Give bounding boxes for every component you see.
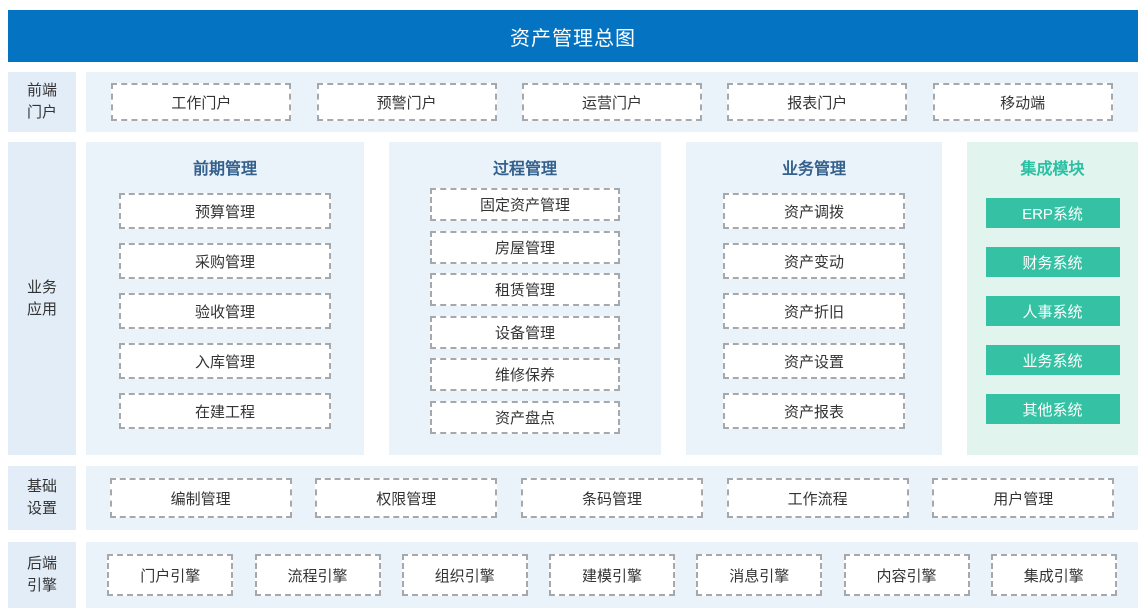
node-modeling-engine: 建模引擎	[549, 554, 675, 596]
node-staffing-management: 编制管理	[109, 478, 292, 518]
node-message-engine: 消息引擎	[696, 554, 823, 596]
node-fixed-asset-management: 固定资产管理	[430, 188, 620, 222]
node-asset-change: 资产变动	[723, 243, 905, 279]
section-front-portal: 前端 门户 工作门户 预警门户 运营门户 报表门户 移动端	[8, 72, 1138, 132]
column-business-management: 业务管理 资产调拨 资产变动 资产折旧 资产设置 资产报表	[686, 142, 942, 455]
section-business-apps: 业务 应用 前期管理 预算管理 采购管理 验收管理 入库管理 在建工程 过程管理…	[8, 142, 1138, 455]
node-work-portal: 工作门户	[111, 83, 292, 121]
front-portal-section-label: 前端 门户	[8, 72, 76, 132]
column-integration-module: 集成模块 ERP系统 财务系统 人事系统 业务系统 其他系统	[967, 142, 1138, 455]
node-operation-portal: 运营门户	[521, 83, 702, 121]
section-backend-engines: 后端 引擎 门户引擎 流程引擎 组织引擎 建模引擎 消息引擎 内容引擎 集成引擎	[8, 542, 1138, 608]
node-acceptance-management: 验收管理	[119, 293, 331, 329]
node-asset-inventory: 资产盘点	[430, 400, 620, 434]
node-lease-management: 租赁管理	[430, 273, 620, 307]
node-equipment-management: 设备管理	[430, 315, 620, 349]
node-asset-transfer: 资产调拨	[723, 193, 905, 229]
page-title: 资产管理总图	[510, 27, 636, 50]
node-finance-system: 财务系统	[985, 247, 1120, 277]
node-permission-management: 权限管理	[315, 478, 498, 518]
node-mobile-client: 移动端	[932, 83, 1113, 121]
business-apps-section-label: 业务 应用	[8, 142, 76, 455]
integration-nodes: ERP系统 财务系统 人事系统 业务系统 其他系统	[967, 179, 1138, 443]
node-maintenance: 维修保养	[430, 358, 620, 392]
node-procurement-management: 采购管理	[119, 243, 331, 279]
front-portal-panel: 工作门户 预警门户 运营门户 报表门户 移动端	[86, 72, 1138, 132]
node-alert-portal: 预警门户	[316, 83, 497, 121]
node-asset-setting: 资产设置	[723, 343, 905, 379]
node-warehousing-management: 入库管理	[119, 343, 331, 379]
business-nodes: 资产调拨 资产变动 资产折旧 资产设置 资产报表	[686, 179, 942, 443]
node-building-management: 房屋管理	[430, 230, 620, 264]
basic-settings-section-label: 基础 设置	[8, 466, 76, 530]
process-nodes: 固定资产管理 房屋管理 租赁管理 设备管理 维修保养 资产盘点	[389, 179, 661, 443]
node-construction-in-progress: 在建工程	[119, 393, 331, 429]
column-early-stage-management: 前期管理 预算管理 采购管理 验收管理 入库管理 在建工程	[86, 142, 364, 455]
column-title-business: 业务管理	[781, 161, 846, 178]
column-process-management: 过程管理 固定资产管理 房屋管理 租赁管理 设备管理 维修保养 资产盘点	[389, 142, 661, 455]
node-budget-management: 预算管理	[119, 193, 331, 229]
early-stage-nodes: 预算管理 采购管理 验收管理 入库管理 在建工程	[86, 179, 364, 443]
column-title-process: 过程管理	[492, 161, 557, 178]
business-apps-panels: 前期管理 预算管理 采购管理 验收管理 入库管理 在建工程 过程管理 固定资产管…	[86, 142, 1138, 455]
node-report-portal: 报表门户	[727, 83, 908, 121]
node-hr-system: 人事系统	[985, 296, 1120, 326]
node-user-management: 用户管理	[932, 478, 1115, 518]
diagram-title-bar: 资产管理总图	[8, 10, 1138, 62]
node-other-system: 其他系统	[985, 394, 1120, 424]
node-asset-report: 资产报表	[723, 393, 905, 429]
node-organization-engine: 组织引擎	[401, 554, 528, 596]
section-basic-settings: 基础 设置 编制管理 权限管理 条码管理 工作流程 用户管理	[8, 466, 1138, 530]
node-erp-system: ERP系统	[985, 198, 1120, 228]
node-content-engine: 内容引擎	[843, 554, 970, 596]
node-integration-engine: 集成引擎	[990, 554, 1117, 596]
basic-settings-panel: 编制管理 权限管理 条码管理 工作流程 用户管理	[86, 466, 1138, 530]
node-portal-engine: 门户引擎	[107, 554, 234, 596]
node-asset-depreciation: 资产折旧	[723, 293, 905, 329]
node-business-system: 业务系统	[985, 345, 1120, 375]
node-barcode-management: 条码管理	[520, 478, 703, 518]
node-process-engine: 流程引擎	[254, 554, 381, 596]
node-workflow: 工作流程	[726, 478, 909, 518]
column-title-integration: 集成模块	[1020, 161, 1085, 178]
backend-engines-panel: 门户引擎 流程引擎 组织引擎 建模引擎 消息引擎 内容引擎 集成引擎	[86, 542, 1138, 608]
backend-engines-section-label: 后端 引擎	[8, 542, 76, 608]
column-title-early-stage: 前期管理	[192, 161, 257, 178]
